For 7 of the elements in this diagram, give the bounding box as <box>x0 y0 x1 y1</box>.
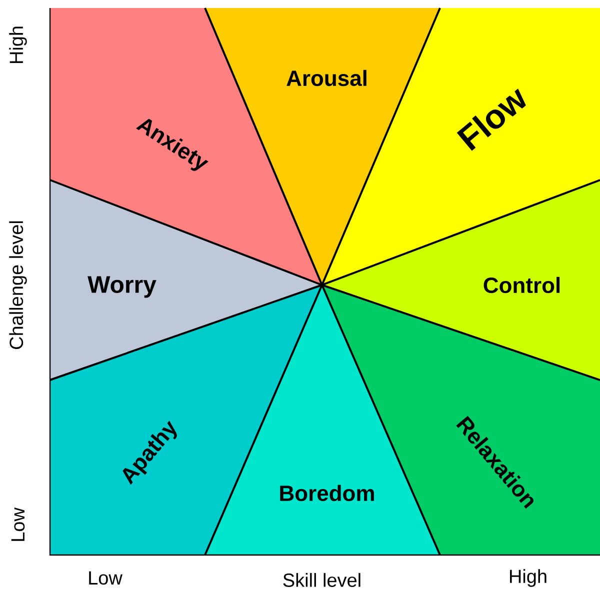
sector: Worry <box>50 180 322 380</box>
sector: Control <box>322 180 600 380</box>
axis-label: Challenge level <box>9 221 27 349</box>
sector: Boredom <box>205 285 440 555</box>
axis-label: High <box>9 26 27 63</box>
axis-label: Low <box>11 508 25 541</box>
axis-label: Skill level <box>283 573 360 587</box>
